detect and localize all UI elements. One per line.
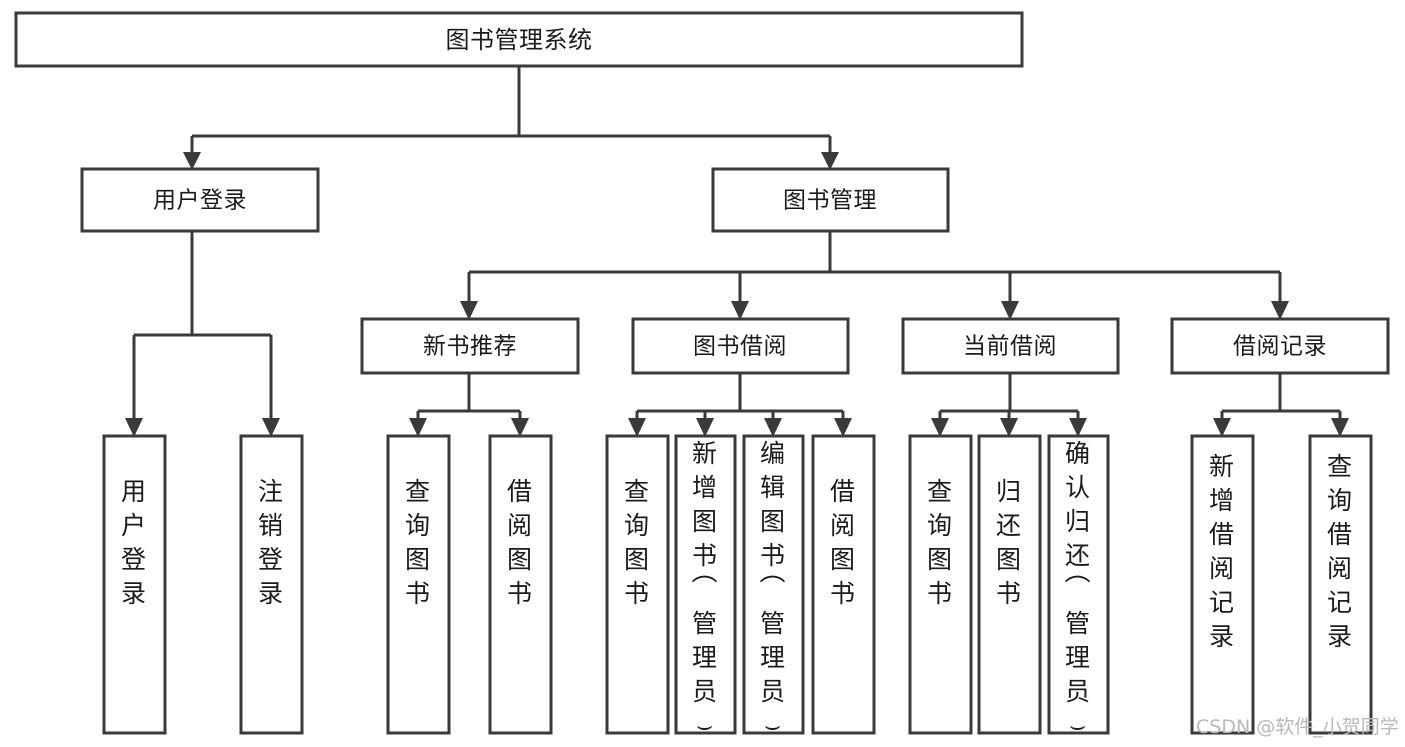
arrow-to-book-borrow: [731, 301, 749, 320]
leaf-user-login-box: [102, 434, 167, 735]
leaf-edit-book-admin-label: 编辑图书⌒管理员⌣: [759, 439, 786, 741]
connectors-layer: [125, 66, 1349, 437]
leaf-query-book-3-box: [908, 434, 973, 735]
leaf-borrow-book-1-label: 借阅图书: [507, 477, 533, 608]
arrow-bb-leaf2: [696, 418, 714, 437]
leaf-add-book-admin-box: [674, 434, 737, 735]
node-book-borrow-label: 图书借阅: [693, 334, 787, 360]
arrow-to-leaf-user-login: [125, 418, 143, 437]
leaf-edit-book-admin-box: [742, 434, 805, 735]
node-borrow-record-label: 借阅记录: [1233, 334, 1327, 360]
leaf-node-add-book-admin[interactable]: 新增图书⌒管理员⌣: [674, 434, 737, 741]
leaf-node-confirm-return-admin[interactable]: 确认归还⌒管理员⌣: [1047, 434, 1110, 741]
arrow-to-user-login: [183, 152, 201, 170]
leaf-node-add-borrow-record[interactable]: 新增借阅记录: [1190, 434, 1255, 735]
leaf-return-book-label: 归还图书: [996, 477, 1022, 608]
leaf-borrow-book-2-box: [811, 434, 876, 735]
arrow-newbook-leaf2: [511, 418, 529, 437]
leaf-add-borrow-record-label: 新增借阅记录: [1209, 452, 1235, 651]
leaf-node-user-login[interactable]: 用户登录: [102, 434, 167, 735]
arrow-br-leaf1: [1213, 418, 1231, 437]
leaf-borrow-book-1-box: [488, 434, 553, 735]
leaf-query-book-1-label: 查询图书: [405, 477, 431, 608]
leaf-node-edit-book-admin[interactable]: 编辑图书⌒管理员⌣: [742, 434, 805, 741]
leaf-query-borrow-record-box: [1308, 434, 1373, 735]
arrow-bb-leaf1: [628, 418, 646, 437]
node-root-label: 图书管理系统: [446, 26, 593, 54]
leaf-logout-label: 注销登录: [258, 477, 284, 608]
leaf-confirm-return-admin-box: [1047, 434, 1110, 735]
arrow-to-new-book: [460, 301, 478, 320]
leaf-borrow-book-2-label: 借阅图书: [830, 477, 856, 608]
leaf-confirm-return-admin-label: 确认归还⌒管理员⌣: [1064, 439, 1091, 741]
leaf-add-book-admin-label: 新增图书⌒管理员⌣: [691, 439, 718, 741]
arrow-bb-leaf4: [834, 418, 852, 437]
arrow-to-borrow-record: [1271, 301, 1289, 320]
leaf-query-book-2-box: [605, 434, 670, 735]
node-book-management[interactable]: 图书管理: [711, 167, 950, 233]
node-book-management-box: [711, 167, 950, 233]
leaf-node-borrow-book-1[interactable]: 借阅图书: [488, 434, 553, 735]
leaf-return-book-box: [977, 434, 1042, 735]
arrow-newbook-leaf1: [409, 418, 427, 437]
node-book-borrow-box: [631, 317, 850, 375]
leaf-add-borrow-record-box: [1190, 434, 1255, 735]
node-borrow-record[interactable]: 借阅记录: [1170, 317, 1390, 375]
node-new-book-recommend-label: 新书推荐: [423, 334, 517, 360]
leaf-node-query-book-2[interactable]: 查询图书: [605, 434, 670, 735]
node-new-book-recommend[interactable]: 新书推荐: [360, 317, 580, 375]
leaf-node-borrow-book-2[interactable]: 借阅图书: [811, 434, 876, 735]
arrow-br-leaf2: [1331, 418, 1349, 437]
node-user-login-box: [80, 167, 320, 233]
node-current-borrow-box: [901, 317, 1120, 375]
leaf-query-borrow-record-label: 查询借阅记录: [1327, 452, 1353, 651]
node-current-borrow-label: 当前借阅: [963, 334, 1057, 360]
arrow-bb-leaf3: [764, 418, 782, 437]
node-book-borrow[interactable]: 图书借阅: [631, 317, 850, 375]
node-borrow-record-box: [1170, 317, 1390, 375]
leaf-node-query-book-1[interactable]: 查询图书: [386, 434, 451, 735]
leaf-node-query-book-3[interactable]: 查询图书: [908, 434, 973, 735]
leaf-node-logout[interactable]: 注销登录: [239, 434, 304, 735]
leaf-query-book-1-box: [386, 434, 451, 735]
arrow-to-leaf-logout: [262, 418, 280, 437]
node-new-book-recommend-box: [360, 317, 580, 375]
leaf-query-book-3-label: 查询图书: [927, 477, 953, 608]
arrow-to-current-borrow: [1001, 301, 1019, 320]
arrow-cb-leaf2: [1000, 418, 1018, 437]
node-root-book-management-system[interactable]: 图书管理系统: [14, 11, 1024, 68]
node-user-login[interactable]: 用户登录: [80, 167, 320, 233]
arrow-to-book-manage: [821, 152, 839, 170]
csdn-watermark: CSDN @软件_小贺同学: [1196, 716, 1399, 738]
arrow-cb-leaf1: [931, 418, 949, 437]
node-root-box: [14, 11, 1024, 68]
leaf-logout-box: [239, 434, 304, 735]
leaf-query-book-2-label: 查询图书: [624, 477, 650, 608]
arrow-cb-leaf3: [1069, 418, 1087, 437]
leaf-node-query-borrow-record[interactable]: 查询借阅记录: [1308, 434, 1373, 735]
node-user-login-label: 用户登录: [153, 188, 247, 214]
leaf-node-return-book[interactable]: 归还图书: [977, 434, 1042, 735]
node-current-borrow[interactable]: 当前借阅: [901, 317, 1120, 375]
node-book-management-label: 图书管理: [783, 188, 877, 214]
leaf-user-login-label: 用户登录: [121, 477, 147, 608]
